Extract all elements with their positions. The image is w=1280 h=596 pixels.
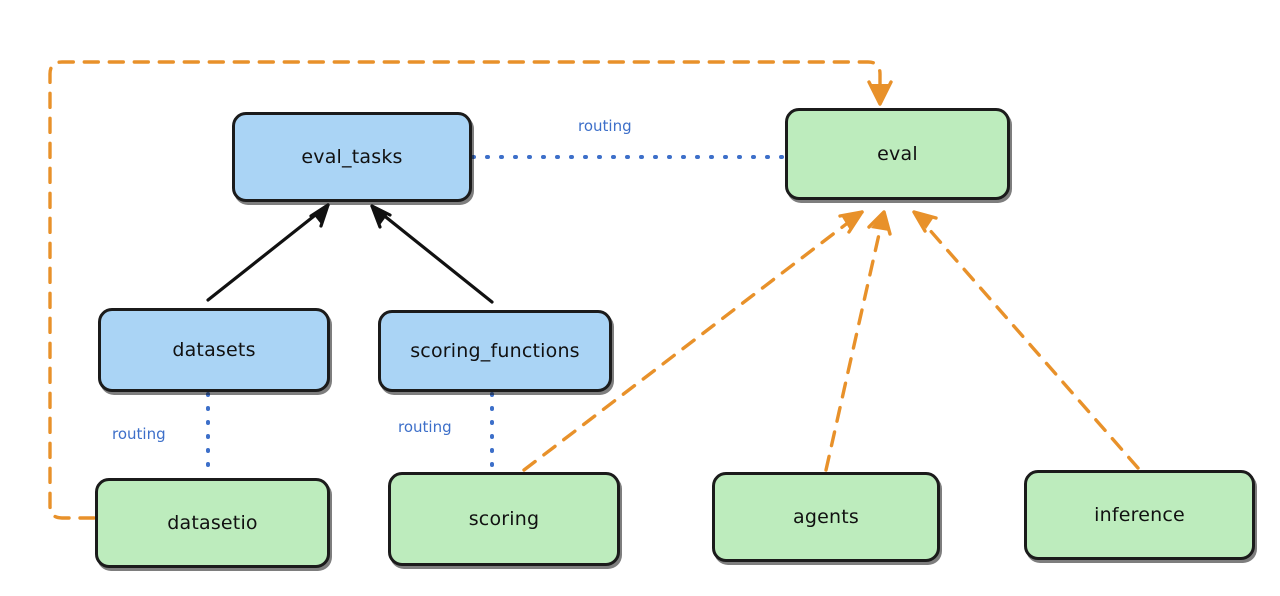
node-label-eval: eval — [877, 143, 918, 165]
node-label-scoring-functions: scoring_functions — [410, 340, 580, 362]
edge-label-routing-scoring: routing — [398, 418, 452, 436]
node-eval[interactable]: eval — [785, 108, 1010, 200]
edge-label-routing-datasets: routing — [112, 425, 166, 443]
node-datasetio[interactable]: datasetio — [95, 478, 330, 568]
node-label-agents: agents — [793, 506, 859, 528]
node-label-inference: inference — [1094, 504, 1185, 526]
node-datasets[interactable]: datasets — [98, 308, 330, 392]
node-label-datasets: datasets — [172, 339, 256, 361]
edge-label-routing-eval: routing — [578, 117, 632, 135]
node-scoring-functions[interactable]: scoring_functions — [378, 310, 612, 392]
node-label-datasetio: datasetio — [167, 512, 258, 534]
edge-datasets-to-eval-tasks — [206, 203, 330, 302]
node-inference[interactable]: inference — [1024, 470, 1255, 560]
node-eval-tasks[interactable]: eval_tasks — [232, 112, 472, 202]
edge-agents-to-eval — [824, 210, 892, 472]
node-agents[interactable]: agents — [712, 472, 940, 562]
edge-scoring-functions-to-eval-tasks — [370, 204, 494, 304]
node-label-scoring: scoring — [468, 508, 540, 530]
edge-inference-to-eval — [912, 210, 1140, 470]
node-scoring[interactable]: scoring — [388, 472, 620, 566]
node-label-eval-tasks: eval_tasks — [301, 146, 403, 168]
